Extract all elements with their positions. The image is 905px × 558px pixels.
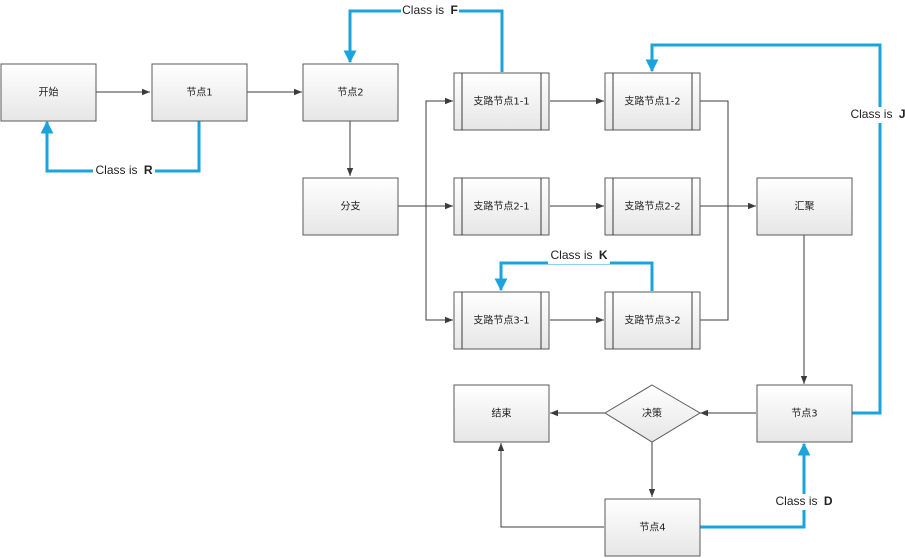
node-node2-label: 节点2 — [337, 87, 363, 99]
loop-d-line — [700, 442, 811, 529]
node-end-label: 结束 — [492, 407, 512, 420]
node-decision[interactable]: 决策 — [604, 384, 701, 443]
loop-label-k: Class is K — [548, 248, 610, 264]
svg-text:Class is F: Class is F — [402, 3, 458, 17]
svg-text:Class is D: Class is D — [775, 494, 832, 508]
loop-label-d: Class is D — [773, 494, 835, 510]
loop-label-r-letter: R — [144, 163, 153, 177]
node-b32[interactable]: 支路节点3-2 — [604, 291, 701, 350]
node-start[interactable]: 开始 — [0, 63, 97, 122]
node-node2[interactable]: 节点2 — [302, 63, 399, 122]
node-node3[interactable]: 节点3 — [756, 384, 853, 443]
loop-label-f-letter: F — [451, 3, 458, 17]
node-merge[interactable]: 汇聚 — [756, 177, 853, 236]
loop-label-j-letter: J — [899, 107, 905, 121]
loop-f-line — [343, 9, 504, 72]
node-merge-label: 汇聚 — [795, 200, 815, 213]
svg-text:Class is K: Class is K — [550, 248, 607, 262]
loop-label-k-letter: K — [599, 248, 608, 262]
edge-b12-merge — [700, 100, 729, 321]
loop-k-line — [494, 261, 654, 292]
node-start-label: 开始 — [39, 86, 59, 99]
loop-label-f-prefix: Class is — [402, 3, 444, 17]
node-b32-label: 支路节点3-2 — [624, 314, 680, 327]
connectors — [96, 88, 808, 528]
node-b11-label: 支路节点1-1 — [473, 95, 529, 108]
node-b12-label: 支路节点1-2 — [624, 95, 680, 108]
node-decision-label: 决策 — [642, 407, 662, 420]
node-b21[interactable]: 支路节点2-1 — [453, 177, 550, 236]
loop-label-r: Class is R — [93, 163, 155, 179]
node-b31-label: 支路节点3-1 — [473, 314, 529, 327]
node-node4[interactable]: 节点4 — [604, 498, 701, 557]
svg-text:Class is R: Class is R — [95, 163, 152, 177]
node-node4-label: 节点4 — [639, 522, 665, 534]
loop-j-line — [645, 43, 882, 415]
node-node3-label: 节点3 — [791, 408, 817, 420]
node-b22-label: 支路节点2-2 — [624, 200, 680, 213]
node-b22[interactable]: 支路节点2-2 — [604, 177, 701, 236]
node-b31[interactable]: 支路节点3-1 — [453, 291, 550, 350]
node-branch[interactable]: 分支 — [302, 177, 399, 236]
loop-label-j: Class is J — [850, 107, 905, 123]
loop-label-d-prefix: Class is — [775, 494, 817, 508]
loop-label-k-prefix: Class is — [550, 248, 592, 262]
loop-label-r-prefix: Class is — [95, 163, 137, 177]
node-branch-label: 分支 — [341, 201, 361, 213]
loop-label-j-prefix: Class is — [850, 107, 892, 121]
edge-branch-b11 — [425, 97, 453, 206]
svg-text:Class is J: Class is J — [850, 107, 905, 121]
node-b12[interactable]: 支路节点1-2 — [604, 72, 701, 131]
edge-branch-b31 — [425, 206, 453, 324]
node-node1-label: 节点1 — [186, 87, 212, 99]
node-node1[interactable]: 节点1 — [151, 63, 248, 122]
node-end[interactable]: 结束 — [453, 384, 550, 443]
loop-label-f: Class is F — [401, 3, 459, 19]
loop-label-d-letter: D — [824, 494, 833, 508]
node-b21-label: 支路节点2-1 — [473, 200, 529, 213]
edge-node4-end — [497, 443, 604, 528]
node-b11[interactable]: 支路节点1-1 — [453, 72, 550, 131]
